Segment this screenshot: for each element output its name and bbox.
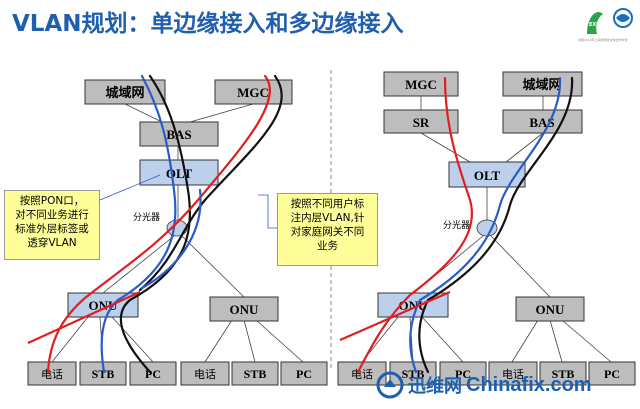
- svg-text:电话: 电话: [502, 368, 524, 381]
- right-onu1-label: ONU: [399, 298, 429, 313]
- left-leaf-3: PC: [129, 361, 177, 386]
- note1-connector: [99, 174, 161, 201]
- svg-text:电话: 电话: [351, 368, 373, 381]
- right-splitter-label: 分光器: [443, 219, 470, 231]
- svg-text:STB: STB: [92, 367, 115, 381]
- right-sr-label: SR: [413, 115, 430, 130]
- left-leaf-2: STB: [79, 361, 127, 386]
- svg-text:电话: 电话: [194, 368, 216, 381]
- note1-line4: 透穿VLAN: [27, 237, 77, 249]
- left-service-lines: [46, 74, 283, 374]
- left-metro-label: 城域网: [105, 85, 144, 101]
- right-node-olt: OLT: [448, 161, 526, 188]
- left-red-through-onu: [27, 290, 141, 345]
- page-title: VLAN规划：单边缘接入和多边缘接入: [12, 11, 404, 37]
- svg-text:STB: STB: [552, 367, 575, 381]
- left-mgc-label: MGC: [237, 85, 269, 100]
- note1-line2: 对不同业务进行: [15, 209, 89, 221]
- note2-connector: [258, 194, 282, 229]
- note-inner-vlan: 按照不同用户标 注内层VLAN,针 对家庭网关不同 业务: [277, 193, 378, 266]
- left-leaf-6: PC: [280, 361, 328, 386]
- right-node-metro: 城域网: [502, 71, 583, 97]
- left-leaf-1: 电话: [27, 361, 77, 386]
- right-node-onu2: ONU: [515, 296, 585, 322]
- left-node-metro: 城域网: [84, 79, 166, 105]
- left-node-onu2: ONU: [209, 296, 279, 322]
- note2-line4: 业务: [317, 240, 338, 252]
- right-mgc-label: MGC: [405, 77, 437, 92]
- right-black-line: [418, 76, 574, 374]
- left-splitter: 分光器: [133, 211, 188, 237]
- chinafix-logo-icon: [376, 371, 404, 399]
- right-onu2-label: ONU: [536, 302, 566, 317]
- left-node-mgc: MGC: [214, 79, 293, 105]
- svg-text:电话: 电话: [41, 368, 63, 381]
- left-olt-label: OLT: [166, 166, 193, 181]
- note2-line2: 注内层VLAN,针: [290, 212, 365, 224]
- watermark-cn: 迅维网: [408, 376, 462, 397]
- right-leaf-6: PC: [588, 361, 636, 386]
- left-splitter-label: 分光器: [133, 211, 160, 223]
- right-red-through-onu: [339, 290, 451, 342]
- right-leaf-5: STB: [539, 361, 587, 386]
- right-blue-line: [409, 76, 562, 374]
- expo-2010-logo: EXPO: [587, 8, 633, 34]
- svg-text:PC: PC: [296, 367, 312, 381]
- right-leaf-4: 电话: [488, 361, 538, 386]
- right-leaf-3: PC: [439, 361, 487, 386]
- right-node-sr: SR: [383, 109, 459, 134]
- watermark-en: Chinafix.com: [466, 373, 592, 396]
- right-metro-label: 城域网: [522, 77, 561, 93]
- note1-line1: 按照PON口，: [19, 195, 85, 207]
- right-olt-label: OLT: [474, 168, 501, 183]
- left-red-line: [46, 74, 271, 374]
- svg-text:EXPO: EXPO: [589, 22, 604, 28]
- note2-line3: 对家庭网关不同: [290, 226, 365, 238]
- left-bas-label: BAS: [166, 127, 191, 142]
- note2-line1: 按照不同用户标: [290, 198, 365, 210]
- right-node-bas: BAS: [502, 109, 583, 134]
- svg-text:STB: STB: [244, 367, 267, 381]
- watermark: 迅维网 Chinafix.com: [376, 366, 640, 404]
- left-leaf-4: 电话: [180, 361, 230, 386]
- left-thin-links: [51, 103, 304, 363]
- left-onu2-label: ONU: [230, 302, 260, 317]
- right-red-line: [356, 76, 473, 374]
- svg-text:PC: PC: [604, 367, 620, 381]
- left-blue-line-2: [140, 188, 202, 290]
- logo-caption: 中国2010年上海世博会全球合作伙伴: [578, 38, 628, 42]
- left-black-line: [119, 74, 192, 374]
- right-service-lines: [356, 76, 574, 374]
- left-blue-line: [100, 74, 177, 374]
- left-black-line-2: [138, 74, 283, 292]
- note1-line3: 标准外层标签或: [15, 223, 89, 235]
- svg-text:PC: PC: [455, 367, 471, 381]
- svg-text:STB: STB: [402, 367, 425, 381]
- note-pon-port: 按照PON口， 对不同业务进行 标准外层标签或 透穿VLAN: [4, 190, 100, 260]
- left-node-olt: OLT: [139, 159, 219, 186]
- left-leaf-5: STB: [231, 361, 279, 386]
- right-node-mgc: MGC: [383, 71, 459, 97]
